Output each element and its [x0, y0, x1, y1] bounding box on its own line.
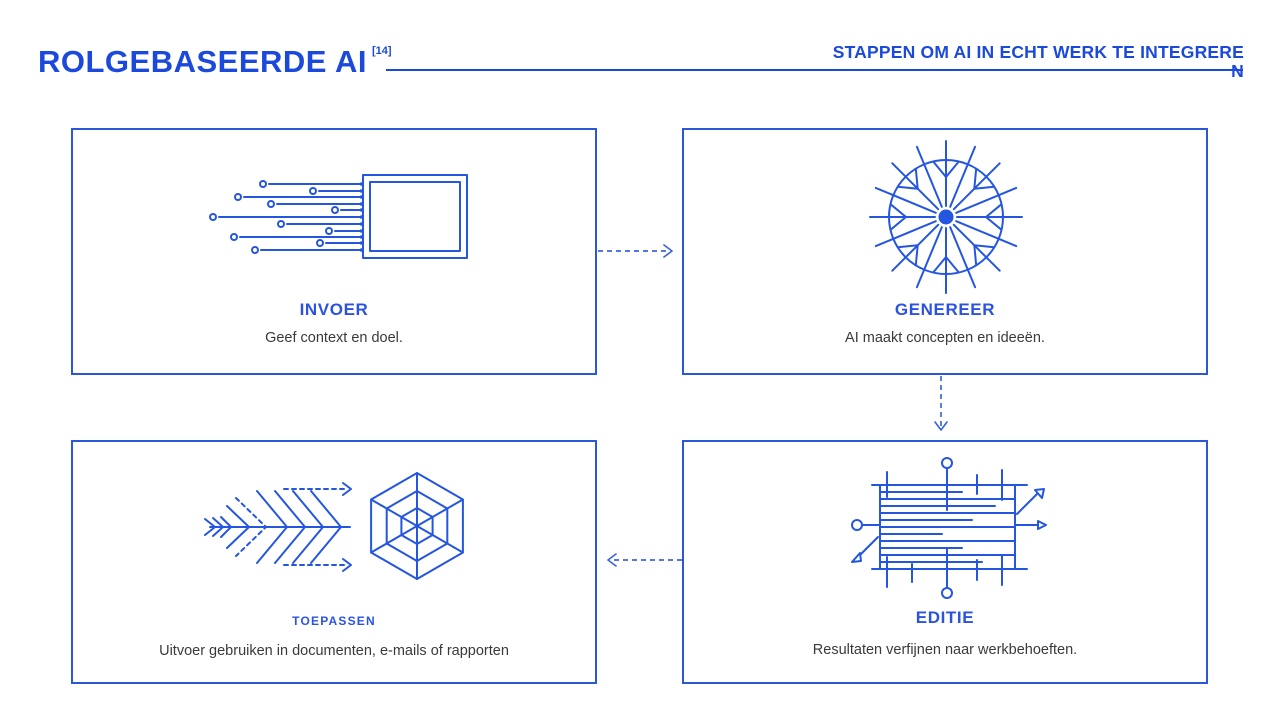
- step-title-invoer: INVOER: [299, 300, 369, 319]
- annotated-text-icon: [842, 450, 1052, 599]
- page-title-text: ROLGEBASEERDE AI: [38, 44, 367, 79]
- step-box-invoer: INVOER Geef context en doel.: [71, 128, 597, 375]
- step-title-editie: EDITIE: [915, 608, 975, 627]
- step-title-genereer: GENEREER: [894, 300, 996, 319]
- step-box-editie: EDITIE Resultaten verfijnen naar werkbeh…: [682, 440, 1208, 684]
- step-desc-genereer: AI maakt concepten en ideeën.: [845, 330, 1045, 346]
- connector-arrow-editie-to-toepassen: [598, 552, 684, 568]
- title-reference: [14]: [371, 45, 392, 57]
- step-desc-toepassen: Uitvoer gebruiken in documenten, e-mails…: [159, 643, 509, 659]
- header-subtitle-line1: STAPPEN OM AI IN ECHT WERK TE INTEGRERE: [832, 42, 1244, 62]
- step-title-toepassen: TOEPASSEN: [292, 614, 376, 628]
- connector-arrow-invoer-to-genereer: [596, 243, 682, 259]
- page-title: ROLGEBASEERDE AI [14]: [38, 44, 392, 80]
- step-box-toepassen: TOEPASSEN Uitvoer gebruiken in documente…: [71, 440, 597, 684]
- header-subtitle-line2: N: [1231, 61, 1244, 81]
- arrow-hex-web-icon: [202, 462, 477, 592]
- step-box-genereer: GENEREER AI maakt concepten en ideeën.: [682, 128, 1208, 375]
- header-subtitle: STAPPEN OM AI IN ECHT WERK TE INTEGRERE …: [784, 43, 1244, 81]
- step-desc-editie: Resultaten verfijnen naar werkbehoeften.: [812, 642, 1078, 658]
- connector-arrow-genereer-to-editie: [933, 374, 949, 438]
- idea-burst-icon: [861, 132, 1031, 302]
- header-divider-line: [386, 69, 1243, 71]
- step-desc-invoer: Geef context en doel.: [265, 330, 403, 346]
- input-stream-icon: [197, 162, 477, 277]
